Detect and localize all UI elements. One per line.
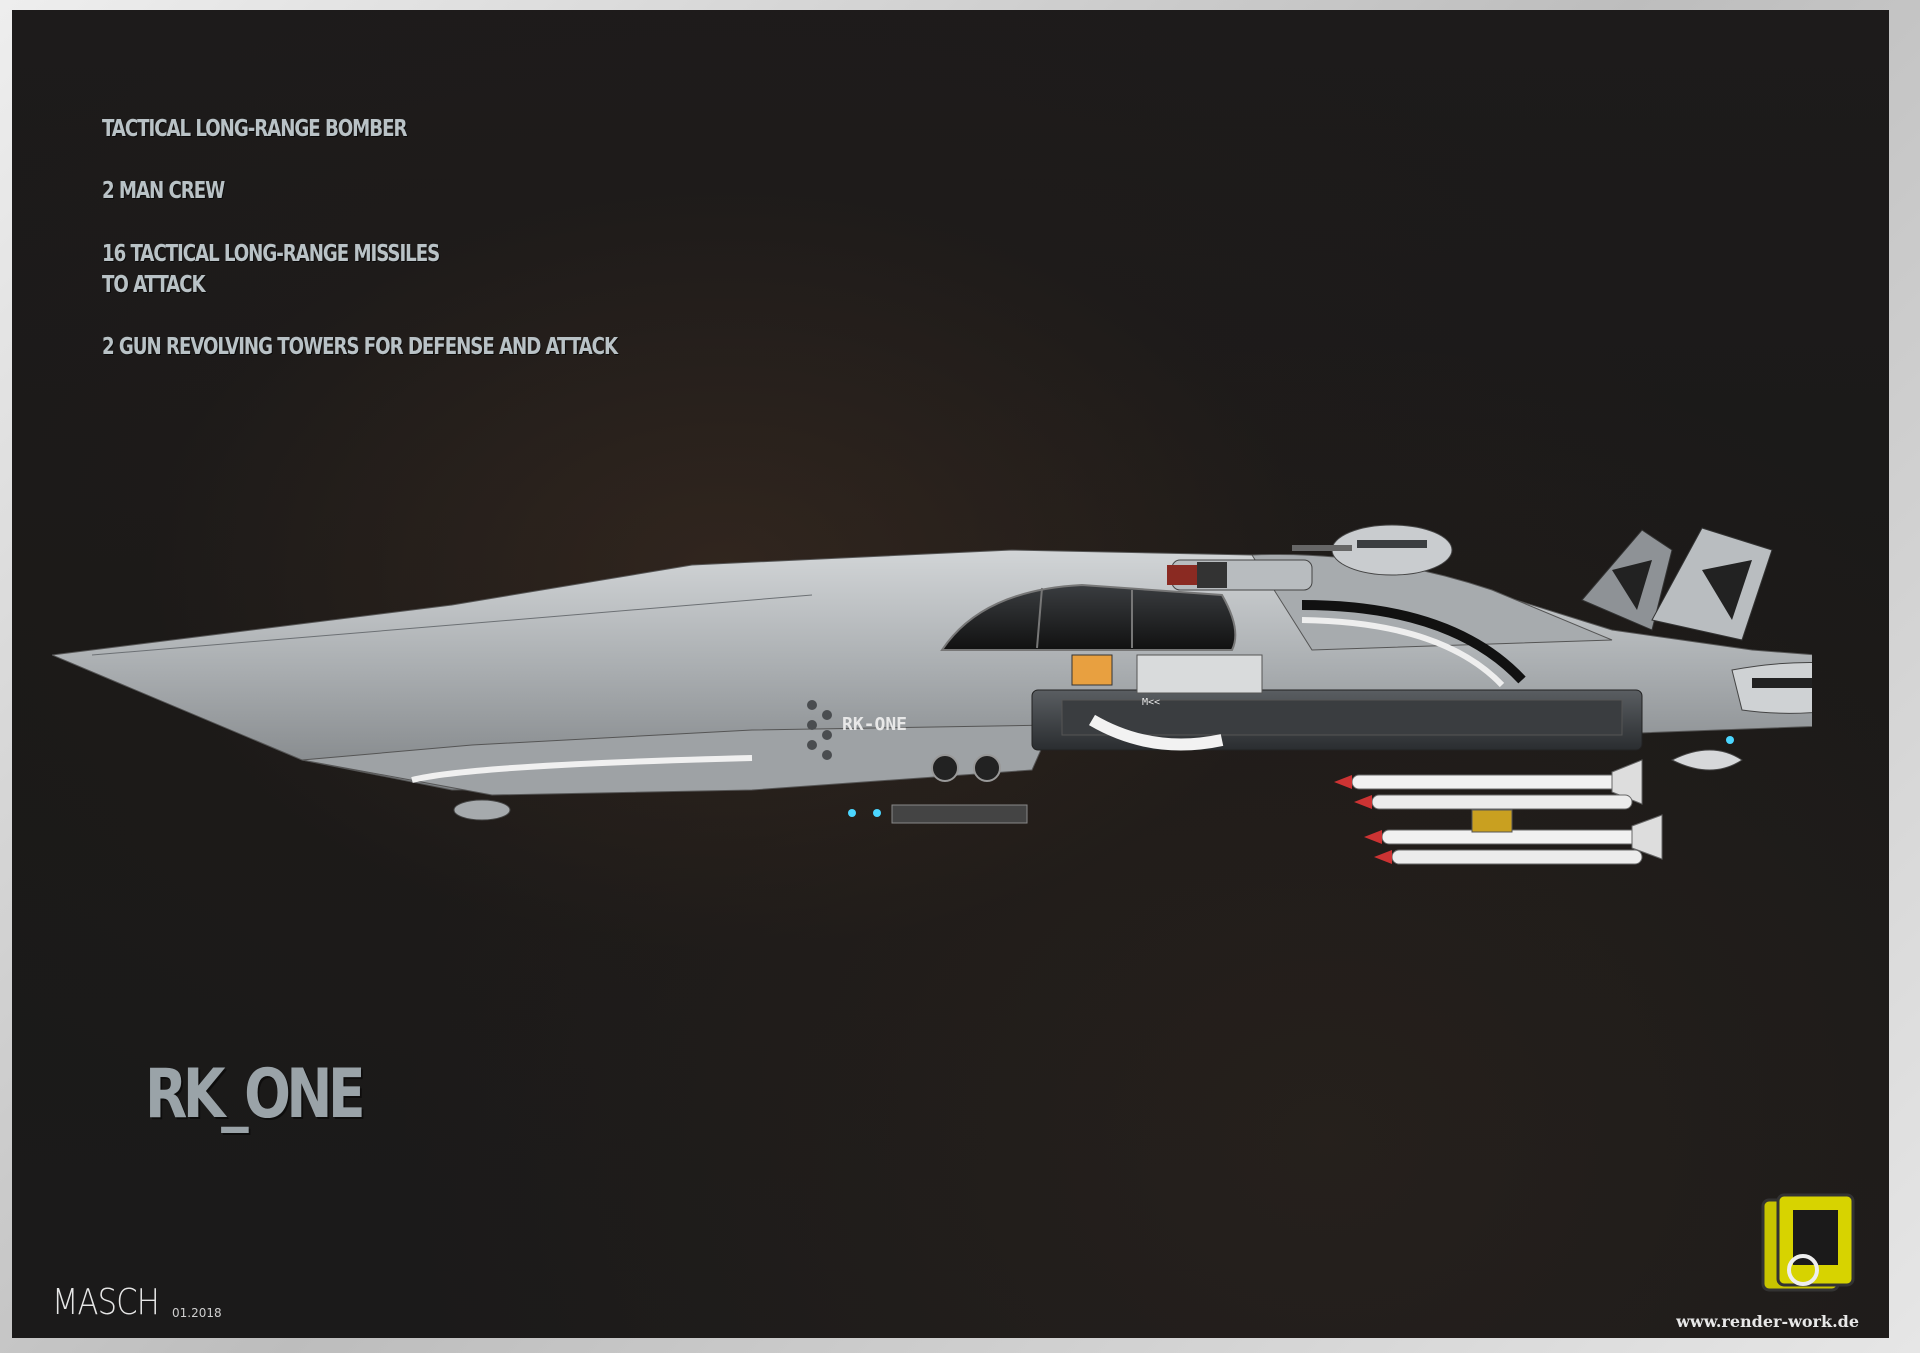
missile — [1374, 849, 1643, 865]
intake-left — [931, 754, 959, 782]
model-name: RK_ONE — [145, 1055, 366, 1134]
warning-panel — [1071, 654, 1113, 686]
missile-rack — [1334, 759, 1663, 865]
ship-hull — [52, 549, 1812, 796]
render-work-logo — [1761, 1193, 1855, 1292]
cockpit-canopy — [940, 583, 1237, 651]
hull-stripes — [1301, 600, 1526, 688]
nav-light — [848, 809, 856, 817]
website-url: www.render-work.de — [1676, 1312, 1859, 1331]
rear-nacelle — [1670, 662, 1812, 771]
intake-right — [973, 754, 1001, 782]
missile — [1364, 814, 1663, 860]
spaceship-illustration: RK-ONE M<< — [52, 524, 1812, 865]
access-hatch — [1136, 654, 1263, 694]
missile — [1334, 759, 1643, 805]
poster: Tactical long-range bomber 2 man crew 16… — [12, 10, 1889, 1338]
spec-role: Tactical long-range bomber — [102, 116, 407, 142]
top-engine — [1167, 559, 1313, 591]
spec-crew: 2 man crew — [102, 178, 225, 204]
belly-pod — [453, 799, 511, 821]
spec-missiles: 16 tactical long-range missiles to attac… — [102, 241, 440, 298]
nav-light — [1726, 736, 1734, 744]
lower-highlight — [411, 755, 753, 783]
nav-light — [873, 809, 881, 817]
artist-signature: MASCH — [52, 1282, 160, 1323]
hull-dots — [807, 700, 832, 760]
hull-marking: RK-ONE — [842, 714, 907, 735]
tail-fins — [1581, 527, 1773, 641]
missile — [1354, 794, 1633, 810]
spec-guns: 2 gun revolving towers for defense and a… — [102, 334, 618, 360]
hull-code: M<< — [1142, 697, 1160, 708]
artwork-date: 01.2018 — [172, 1306, 222, 1320]
hull-plate — [891, 804, 1028, 824]
weapon-bay — [1031, 689, 1643, 751]
gun-turret — [1292, 524, 1453, 576]
